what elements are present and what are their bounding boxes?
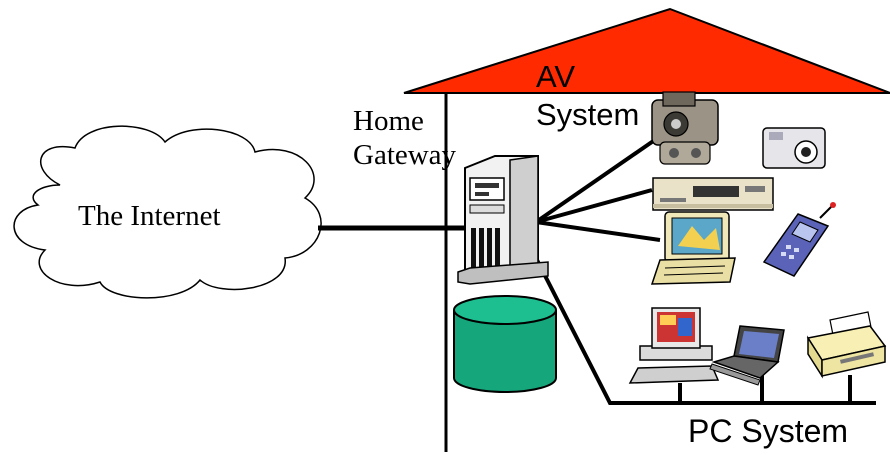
home-gateway-label: Home Gateway [353,104,456,172]
av-system-label-line2: System [536,97,640,132]
home-gateway-label-line1: Home [353,105,424,137]
camcorder-icon [651,91,719,165]
digital-camera-icon [762,127,826,169]
printer-icon [806,311,887,379]
tv-monitor-icon [650,211,736,285]
av-system-label-line1: AV [536,59,576,94]
vcr-icon [652,177,774,211]
house-roof [403,7,890,94]
av-links [534,133,664,242]
laptop-icon [709,325,785,386]
server-tower-icon [457,155,549,285]
mobile-phone-icon [762,202,836,277]
desktop-pc-icon [628,307,720,384]
internet-label: The Internet [78,200,221,232]
home-gateway-label-line2: Gateway [353,139,457,171]
pc-system-label: PC System [688,413,849,449]
pc-network-bus [534,257,876,405]
cloud-icon [13,125,322,299]
database-cylinder-icon [453,295,557,393]
